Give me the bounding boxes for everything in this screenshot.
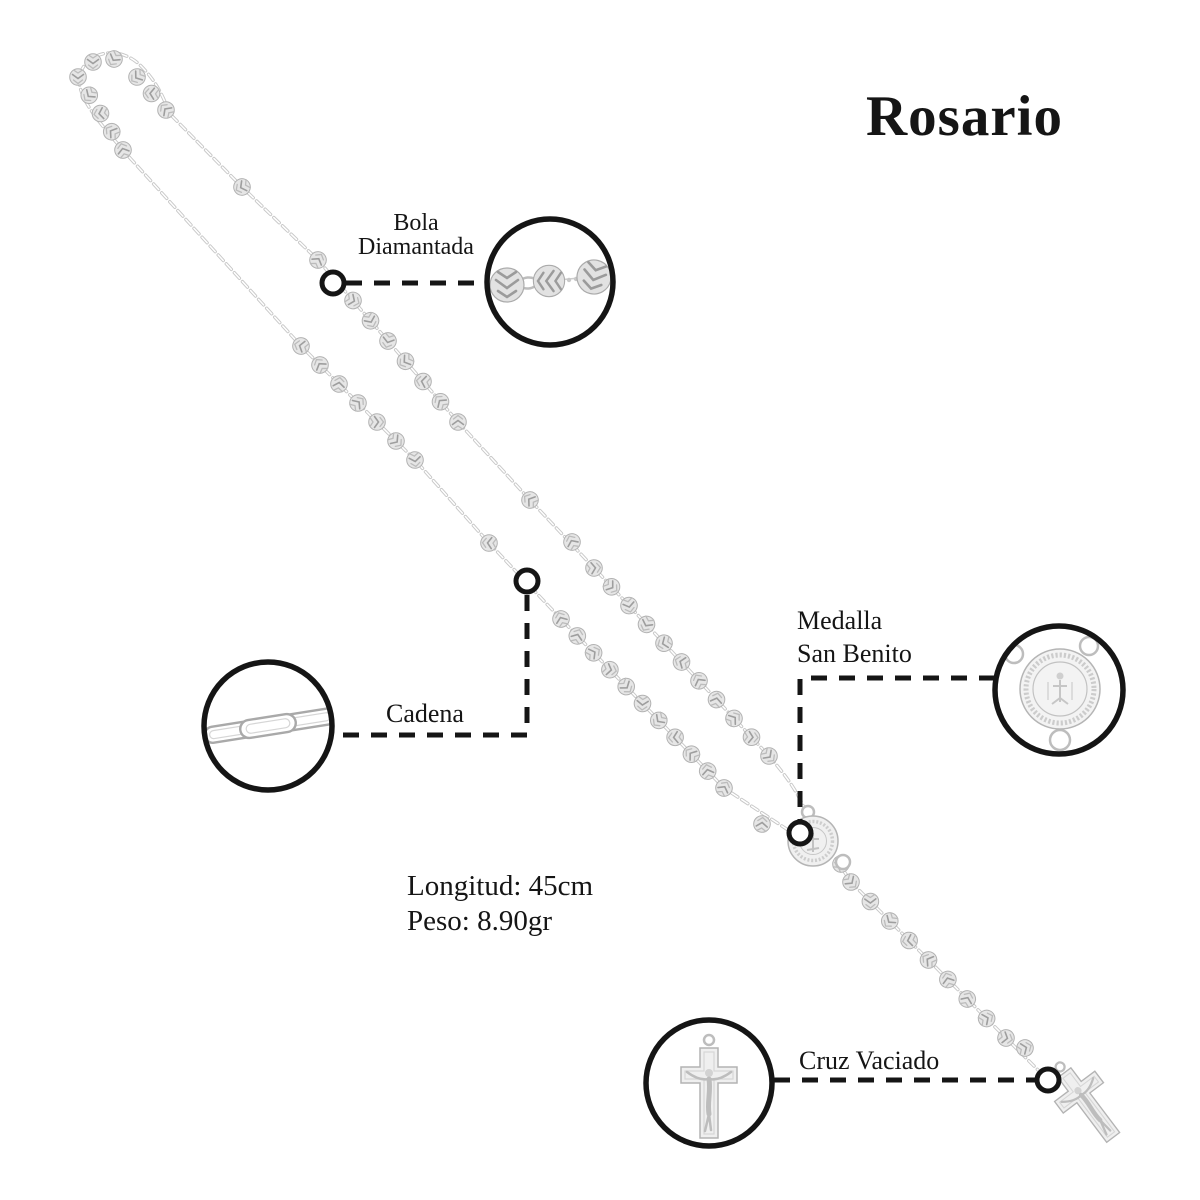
cruz-magnifier xyxy=(643,1017,775,1149)
bola-magnifier xyxy=(484,216,616,348)
spec-length: Longitud: 45cm xyxy=(407,870,594,902)
cruz-point-marker xyxy=(1034,1066,1062,1094)
callout-markers xyxy=(319,269,1062,1094)
product-specs: Longitud: 45cm Peso: 8.90gr xyxy=(407,869,593,939)
medalla-callout-line xyxy=(797,675,995,820)
page-title: Rosario xyxy=(866,85,1063,148)
medalla-label-line1: Medalla xyxy=(797,606,883,635)
cadena-point-marker xyxy=(513,567,541,595)
medalla-callout-label: Medalla San Benito xyxy=(797,604,912,670)
medalla-magnifier xyxy=(992,623,1126,757)
cadena-callout-line xyxy=(334,595,530,738)
medalla-magnifier-content xyxy=(1003,635,1101,752)
medalla-label-line2: San Benito xyxy=(797,639,912,668)
cruz-callout-label: Cruz Vaciado xyxy=(799,1046,940,1075)
callout-dashed-lines xyxy=(334,280,1035,1083)
spec-weight: Peso: 8.90gr xyxy=(407,905,552,937)
bola-point-marker xyxy=(319,269,347,297)
bola-magnifier-content xyxy=(489,255,611,304)
medalla-point-marker xyxy=(786,819,814,847)
rosary-cross xyxy=(1037,1048,1133,1152)
cadena-callout-label: Cadena xyxy=(386,699,464,728)
bola-label-line1: Bola xyxy=(393,210,439,236)
cadena-magnifier-content xyxy=(206,707,330,744)
bola-callout-label: Bola Diamantada xyxy=(338,211,494,259)
bola-label-line2: Diamantada xyxy=(358,234,474,260)
cadena-magnifier xyxy=(201,659,335,793)
